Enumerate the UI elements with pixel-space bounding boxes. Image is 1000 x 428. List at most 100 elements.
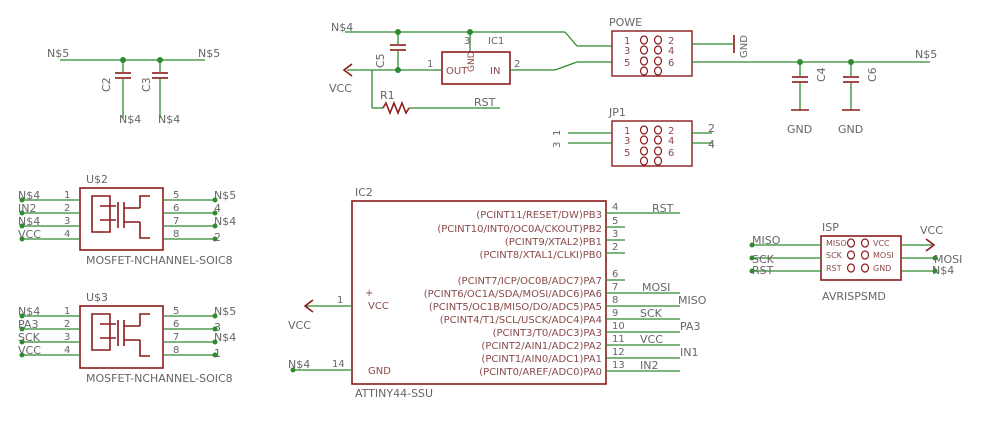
net-label-n5-powe: N$5: [915, 48, 937, 61]
ic2-gnd-pin-num: 14: [332, 359, 345, 370]
jp1-pin-3: 3: [624, 136, 630, 147]
u3-pin-3: 3: [64, 332, 70, 343]
powe-name: POWE: [609, 16, 642, 29]
ic2-pin-label-pa6: (PCINT6/OC1A/SDA/MOSI/ADC6)PA6: [424, 289, 602, 300]
u2-name: U$2: [86, 173, 108, 186]
u2-net-left-4: VCC: [18, 228, 41, 241]
ic2-pin-num-3: 3: [612, 229, 618, 240]
u2-net-right-8: 2: [214, 231, 221, 244]
decoupling-caps-c2-c3: N$5 N$5 C2 C3 N$4 N$4: [47, 47, 220, 126]
ic2-pin-row-pa1: (PCINT1/AIN0/ADC1)PA1 12 IN1: [481, 346, 698, 365]
u2-pin-6: 6: [173, 203, 179, 214]
ic1-pin1: 1: [427, 59, 433, 70]
u2-pin-5: 5: [173, 190, 179, 201]
u2-pin-2: 2: [64, 203, 70, 214]
jp1-name: JP1: [608, 106, 626, 119]
ic2-pin-row-pa0: (PCINT0/AREF/ADC0)PA0 13 IN2: [479, 359, 680, 378]
powe-pin-6: 6: [668, 58, 674, 69]
powe-pin-3: 3: [624, 46, 630, 57]
mosfet-u3: U$3 N$4 PA3 SCK VCC 1 2 3 4 5 6 7 8 N$5 …: [18, 291, 236, 385]
u3-net-left-2: PA3: [18, 318, 38, 331]
ic2-pin-num-7: 7: [612, 282, 618, 293]
powe-pin-2: 2: [668, 36, 674, 47]
isp-connector: ISP MISO SCK RST VCC MOSI GND MISO SCK R…: [749, 221, 962, 303]
ic2-pin-num-6: 6: [612, 269, 618, 280]
vcc-label-regulator: VCC: [329, 82, 352, 95]
cap-label-c4: C4: [815, 67, 828, 82]
powe-body: [611, 30, 693, 77]
ic2-net-mosi: MOSI: [642, 281, 670, 294]
powe-pins: [639, 35, 663, 76]
gnd-label-powe: GND: [739, 35, 750, 58]
powe-pin-4: 4: [668, 46, 674, 57]
isp-inner-sck: SCK: [826, 251, 843, 260]
jp1-pins: [639, 125, 663, 166]
u3-net-right-5: N$5: [214, 305, 236, 318]
ic2-net-in1: IN1: [680, 346, 698, 359]
u2-net-right-7: N$4: [214, 215, 236, 228]
ic2-net-miso: MISO: [678, 294, 707, 307]
ic2-net-pa3: PA3: [680, 320, 700, 333]
ic2-pin-num-11: 11: [612, 334, 625, 345]
isp-pins: [846, 238, 870, 273]
isp-net-mosi: MOSI: [934, 253, 962, 266]
jp1-net-3: 3: [552, 142, 563, 148]
u3-pin-5: 5: [173, 306, 179, 317]
isp-inner-vcc: VCC: [873, 239, 890, 248]
net-label-n5-left: N$5: [47, 47, 69, 60]
jp1-pin-1: 1: [624, 126, 630, 137]
vcc-label-isp: VCC: [920, 224, 943, 237]
u3-pin-6: 6: [173, 319, 179, 330]
u2-body: [79, 187, 164, 251]
ic1-out-label: OUT: [446, 66, 468, 77]
jumper-header-jp1: JP1 1 3 5 2 4 6 1 3 2 4: [552, 106, 715, 167]
ic2-pin-row-pa7: (PCINT7/ICP/OC0B/ADC7)PA7 6: [458, 269, 625, 287]
cap-label-c5: C5: [374, 53, 387, 68]
ic1-gnd-label: GND: [467, 51, 477, 72]
ic2-pin-row-pb0: (PCINT8/XTAL1/CLKI)PB0 2: [479, 242, 625, 261]
ic2-pin-label-pb3: (PCINT11/RESET/DW)PB3: [476, 210, 602, 221]
net-label-n4-top: N$4: [331, 21, 353, 34]
ic2-pin-label-pa0: (PCINT0/AREF/ADC0)PA0: [479, 367, 602, 378]
jp1-pin-5: 5: [624, 148, 630, 159]
u3-net-left-4: VCC: [18, 344, 41, 357]
ic1-pin3: 3: [464, 36, 470, 47]
ic2-pin-label-pb2: (PCINT10/INT0/OC0A/CKOUT)PB2: [437, 224, 602, 235]
ic2-pin-num-13: 13: [612, 360, 625, 371]
isp-inner-miso: MISO: [826, 239, 847, 248]
ic1-name: IC1: [488, 36, 504, 47]
ic2-pin-label-pa1: (PCINT1/AIN0/ADC1)PA1: [481, 354, 602, 365]
ic2-name: IC2: [355, 186, 373, 199]
u2-net-right-6: 4: [214, 202, 221, 215]
isp-inner-rst: RST: [826, 264, 842, 273]
power-header-powe: POWE 1 3 5 2 4 6 GND N$5 C4 G: [609, 16, 937, 136]
ic1-body: [441, 51, 511, 85]
u3-pin-1: 1: [64, 306, 70, 317]
jp1-net-4: 4: [708, 138, 715, 151]
u3-name: U$3: [86, 291, 108, 304]
u3-net-left-3: SCK: [18, 331, 41, 344]
ic2-plus-sign: +: [365, 288, 373, 299]
microcontroller-ic2: IC2 ATTINY44-SSU VCC 1 VCC + N$4 14 GND …: [288, 186, 707, 400]
mosfet-u2: U$2 N$4 IN2 N$4 VCC 1 2 3 4 5 6 7 8 N$5 …: [18, 173, 236, 267]
jp1-pin-6: 6: [668, 148, 674, 159]
ic2-pin-num-5: 5: [612, 216, 618, 227]
u2-net-left-1: N$4: [18, 189, 40, 202]
powe-pin-5: 5: [624, 58, 630, 69]
ic2-pin-row-pa2: (PCINT2/AIN1/ADC2)PA2 11 VCC: [481, 333, 680, 352]
ic2-pin-row-pa3: (PCINT3/T0/ADC3)PA3 10 PA3: [493, 320, 701, 339]
u3-pin-4: 4: [64, 345, 70, 356]
isp-net-n4: N$4: [932, 264, 954, 277]
jp1-net-2: 2: [708, 122, 715, 135]
ic2-pin-num-12: 12: [612, 347, 625, 358]
ic2-pin-num-4: 4: [612, 202, 618, 213]
net-label-n4-ic2: N$4: [288, 358, 310, 371]
resistor-label-r1: R1: [380, 89, 395, 102]
ic2-net-rst: RST: [652, 202, 674, 215]
ic2-pin-label-pa7: (PCINT7/ICP/OC0B/ADC7)PA7: [458, 276, 602, 287]
gnd-label-c4: GND: [787, 123, 812, 136]
isp-inner-mosi: MOSI: [873, 251, 894, 260]
gnd-label-c6: GND: [838, 123, 863, 136]
isp-net-miso: MISO: [752, 234, 781, 247]
ic2-pin-label-pb1: (PCINT9/XTAL2)PB1: [505, 237, 602, 248]
